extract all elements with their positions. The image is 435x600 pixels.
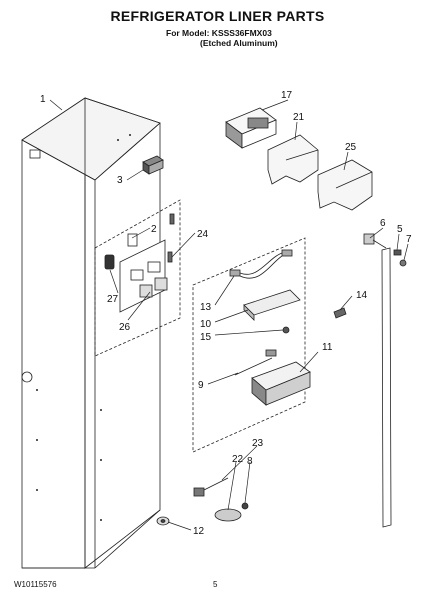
part-5-screw — [393, 249, 402, 256]
part-25-cover — [317, 159, 373, 211]
callout-5: 5 — [397, 224, 403, 235]
callout-1: 1 — [40, 94, 46, 105]
shelf-rail — [363, 233, 407, 528]
part-17-light-housing — [225, 107, 277, 149]
model-line: For Model: KSSS36FMX03 — [166, 28, 272, 38]
part-2-fastener — [169, 213, 175, 225]
part-2-clip — [127, 233, 138, 247]
part-12-nut — [156, 516, 170, 526]
part-8-bulb — [241, 502, 249, 510]
callout-9: 9 — [198, 380, 204, 391]
refrigerator-liner — [21, 97, 161, 569]
control-housing-group-box — [94, 199, 181, 357]
doc-number: W10115576 — [14, 580, 57, 589]
part-21-cover — [267, 134, 319, 185]
page-title: REFRIGERATOR LINER PARTS — [110, 8, 325, 24]
part-3-bracket — [142, 155, 164, 175]
part-13-wire-harness — [229, 249, 293, 279]
part-24-fastener — [167, 251, 173, 263]
callout-22: 22 — [232, 454, 244, 465]
page-number: 5 — [213, 580, 218, 589]
callout-27: 27 — [107, 294, 119, 305]
part-9-sensor-wire — [234, 349, 277, 376]
panel-window-b — [147, 261, 161, 273]
panel-window-a — [130, 269, 144, 281]
callout-14: 14 — [356, 290, 368, 301]
part-10-control-board — [243, 289, 301, 321]
callout-23: 23 — [252, 438, 264, 449]
part-26-cover-b — [154, 277, 168, 291]
callout-10: 10 — [200, 319, 212, 330]
part-26-cover-a — [139, 284, 153, 298]
callout-7: 7 — [406, 234, 412, 245]
callout-12: 12 — [193, 526, 205, 537]
part-22-lamp-cover — [214, 508, 242, 522]
callout-2: 2 — [151, 224, 157, 235]
callout-25: 25 — [345, 142, 357, 153]
part-15-fastener — [282, 326, 290, 334]
part-6-rail-bracket — [363, 233, 375, 245]
finish-line: (Etched Aluminum) — [200, 38, 278, 48]
callout-labels: 1 3 17 21 25 6 5 7 2 24 27 26 13 10 15 9… — [40, 90, 412, 537]
part-27-sensor — [104, 254, 115, 270]
leader-lines — [49, 99, 409, 531]
callout-26: 26 — [119, 322, 131, 333]
callout-8: 8 — [247, 456, 253, 467]
callout-3: 3 — [117, 175, 123, 186]
part-7-screw — [399, 259, 407, 267]
callout-15: 15 — [200, 332, 212, 343]
control-assembly-group-box — [192, 237, 306, 453]
callout-17: 17 — [281, 90, 293, 101]
callout-24: 24 — [197, 229, 209, 240]
callout-13: 13 — [200, 302, 212, 313]
callout-11: 11 — [322, 342, 333, 353]
part-11-control-housing — [251, 361, 311, 406]
callout-6: 6 — [380, 218, 386, 229]
liner-vent-slot — [29, 149, 41, 159]
callout-21: 21 — [293, 112, 305, 123]
liner-drain-hole — [21, 371, 33, 383]
part-23-light-socket — [193, 477, 229, 497]
